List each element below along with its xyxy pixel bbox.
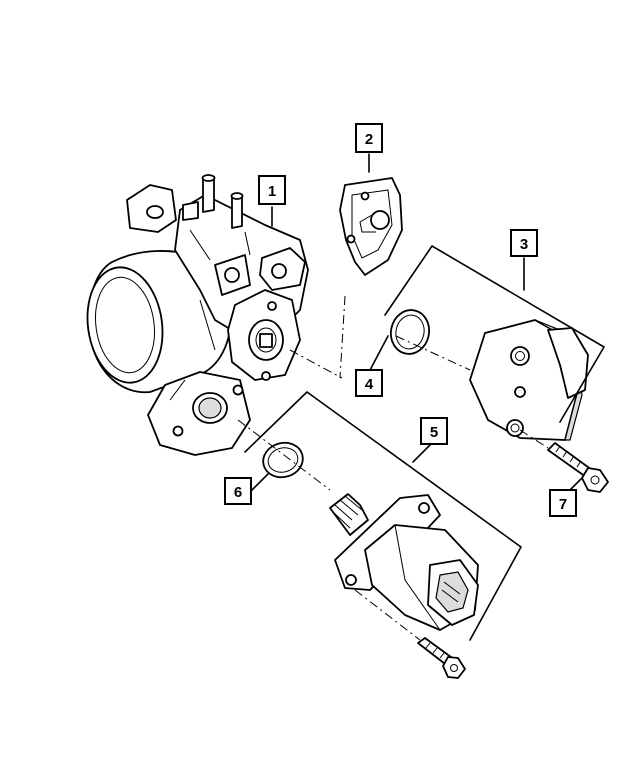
gasket-part	[339, 177, 403, 276]
o-ring-part	[389, 309, 431, 355]
throttle-position-sensor-part	[469, 319, 589, 441]
callout-3-label: 3	[520, 236, 528, 253]
callout-1: 1	[258, 175, 286, 205]
callout-5-label: 5	[430, 424, 438, 441]
o-ring-iac-part	[262, 441, 304, 479]
throttle-body-part	[86, 174, 309, 456]
iac-screw-part	[417, 637, 466, 679]
idle-air-control-motor-part	[329, 493, 479, 631]
callout-3: 3	[510, 229, 538, 257]
callout-2-label: 2	[365, 131, 373, 148]
callout-4: 4	[355, 369, 383, 397]
callout-6: 6	[224, 477, 252, 505]
leader-lines	[237, 153, 605, 641]
callout-2: 2	[355, 123, 383, 153]
callout-7-label: 7	[559, 496, 567, 513]
callout-1-label: 1	[268, 183, 276, 200]
callout-5: 5	[420, 417, 448, 445]
callout-4-label: 4	[365, 376, 374, 393]
callout-7: 7	[549, 489, 577, 517]
callout-6-label: 6	[234, 484, 242, 501]
tps-screw-part	[547, 442, 609, 493]
